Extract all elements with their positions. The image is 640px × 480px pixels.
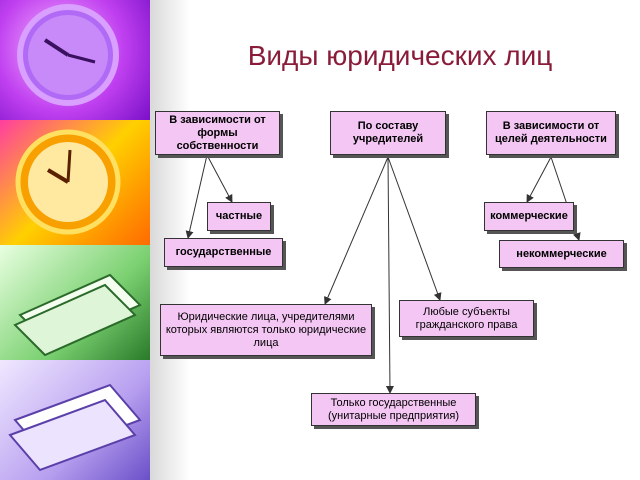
clock-icon [17,4,119,106]
papers-icon [13,273,142,357]
arrow-form-state [185,154,208,239]
box-legal-entities-only: Юридические лица, учредителями которых я… [160,304,372,356]
box-state-only: Только государственные (унитарные предпр… [311,393,476,426]
box-private: частные [207,202,271,231]
box-noncommercial: некоммерческие [499,240,624,268]
arrow-form-private [206,154,233,203]
papers-icon [8,383,142,472]
clock-purple-image [0,0,150,120]
arrow-goals-noncommercial [550,156,581,241]
box-any-civil-subjects: Любые субъекты гражданского права [399,300,534,337]
papers-purple-image [0,360,150,480]
arrow-founders-any [387,156,442,301]
box-state: государственные [164,238,283,267]
clock-orange-image [0,120,150,245]
arrow-goals-commercial [526,156,552,203]
papers-green-image [0,245,150,360]
arrow-founders-state-only [385,156,394,394]
arrow-founders-legal [324,156,389,305]
clock-icon [15,129,121,235]
page-title: Виды юридических лиц [247,40,553,71]
box-commercial: коммерческие [484,202,574,231]
box-founders-composition: По составу учредителей [330,111,446,155]
box-form-of-ownership: В зависимости от формы собственности [155,111,280,155]
box-activity-goals: В зависимости от целей деятельности [486,111,616,155]
